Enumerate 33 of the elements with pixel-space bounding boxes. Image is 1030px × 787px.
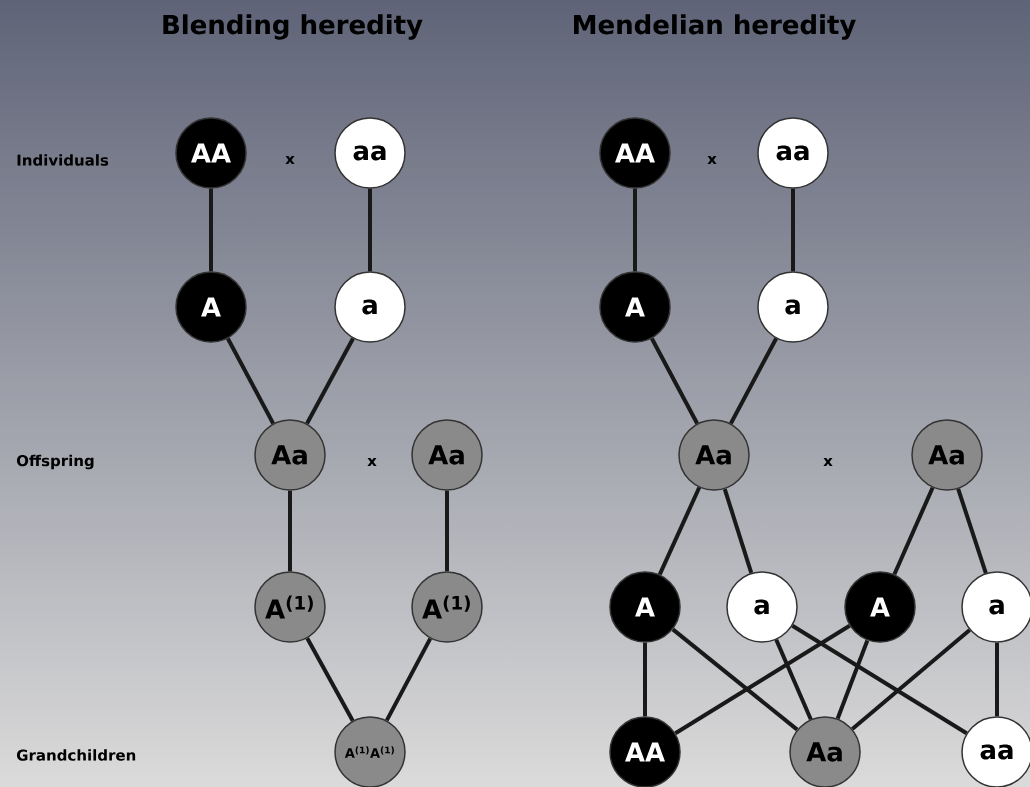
connector-line <box>445 490 449 572</box>
connector-line <box>791 188 795 272</box>
cross-sign: x <box>367 457 377 467</box>
connector-line <box>643 642 647 717</box>
panel-heading: Blending heredity <box>163 14 423 40</box>
connector-line <box>835 639 870 720</box>
connector-line <box>288 490 292 572</box>
row-label: Individuals <box>17 154 109 166</box>
connector-line <box>956 488 988 574</box>
cross-sign: x <box>707 155 717 165</box>
cross-sign: x <box>823 457 833 467</box>
connector-line <box>209 188 213 272</box>
connector-line <box>995 642 999 717</box>
connector-line <box>226 337 275 425</box>
row-label: Grandchildren <box>16 749 136 761</box>
connector-line <box>305 637 355 722</box>
cross-sign: x <box>285 155 295 165</box>
connector-line <box>722 488 754 574</box>
connector-line <box>633 188 637 272</box>
connector-line <box>385 637 432 722</box>
row-label: Offspring <box>16 454 94 470</box>
connector-line <box>650 337 699 425</box>
connector-line <box>851 628 971 731</box>
connector-line <box>671 627 799 732</box>
panel-heading: Mendelian heredity <box>574 14 856 40</box>
connector-line <box>892 486 935 576</box>
connector-line <box>368 188 372 272</box>
connector-line <box>674 624 851 735</box>
connector-line <box>657 486 702 576</box>
connector-line <box>305 337 355 425</box>
connector-line <box>729 337 778 425</box>
connector-line <box>774 639 813 720</box>
connector-line <box>791 624 968 735</box>
